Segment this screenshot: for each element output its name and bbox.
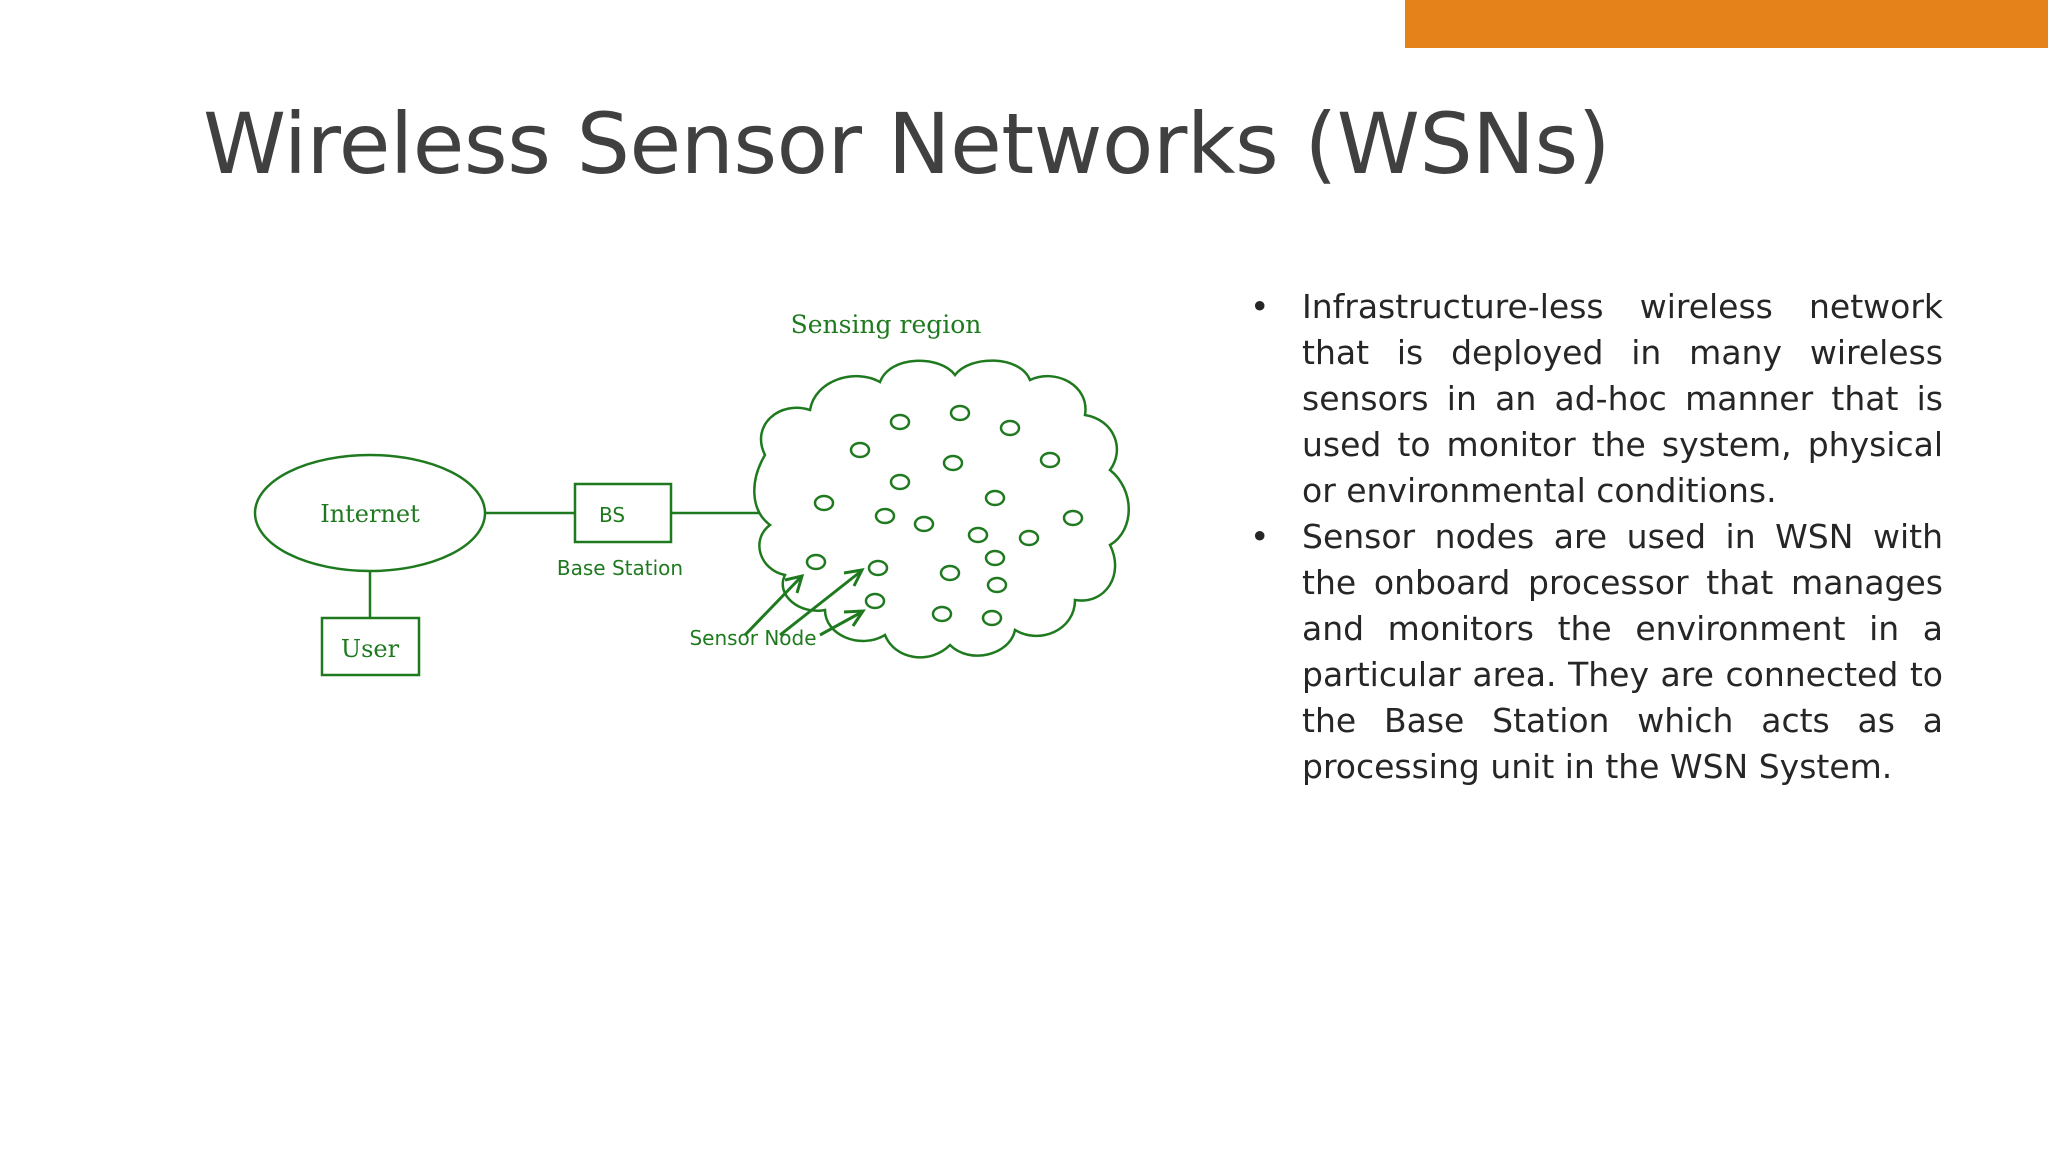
sensor-node <box>874 507 896 525</box>
sensor-node <box>942 454 964 472</box>
sensor-node <box>849 441 871 459</box>
sensor-node <box>931 605 953 623</box>
user-label: User <box>341 635 400 663</box>
sensing-region-label: Sensing region <box>791 310 982 339</box>
bs-label: BS <box>599 503 625 527</box>
sensor-node <box>984 489 1006 507</box>
internet-label: Internet <box>320 500 420 528</box>
accent-bar <box>1405 0 2048 48</box>
sensor-node <box>889 413 911 431</box>
sensing-region-cloud <box>753 359 1130 659</box>
sensor-nodes <box>805 404 1084 627</box>
sensor-node <box>986 576 1008 594</box>
sensor-node-label: Sensor Node <box>689 626 816 650</box>
sensor-node <box>967 526 989 544</box>
base-station-label: Base Station <box>557 556 683 580</box>
sensor-node <box>913 515 935 533</box>
sensor-node <box>981 609 1003 627</box>
bullet-marker: • <box>1250 287 1270 326</box>
sensor-node-arrows <box>743 568 866 637</box>
sensor-node <box>805 553 827 571</box>
sensor-node <box>999 419 1021 437</box>
bullet-list: • Infrastructure-less wireless network t… <box>1250 284 1943 790</box>
bullet-marker: • <box>1250 517 1270 556</box>
sensor-node <box>1018 529 1040 547</box>
bullet-item: • Sensor nodes are used in WSN with the … <box>1250 514 1943 790</box>
sensor-node <box>1062 509 1084 527</box>
sensor-node <box>813 494 835 512</box>
user-box <box>320 616 421 677</box>
wsn-diagram: Sensing region Internet User BS Base Sta… <box>253 310 1130 677</box>
bullet-text: Infrastructure-less wireless network tha… <box>1302 287 1943 510</box>
bullet-text: Sensor nodes are used in WSN with the on… <box>1302 517 1943 786</box>
sensor-node <box>889 473 911 491</box>
sensor-node <box>1039 451 1061 469</box>
slide-title: Wireless Sensor Networks (WSNs) <box>203 95 1611 193</box>
bullet-item: • Infrastructure-less wireless network t… <box>1250 284 1943 514</box>
sensor-node <box>949 404 971 422</box>
sensor-node <box>867 559 889 577</box>
sensor-node <box>864 592 886 610</box>
sensor-node <box>939 564 961 582</box>
sensor-node <box>984 549 1006 567</box>
